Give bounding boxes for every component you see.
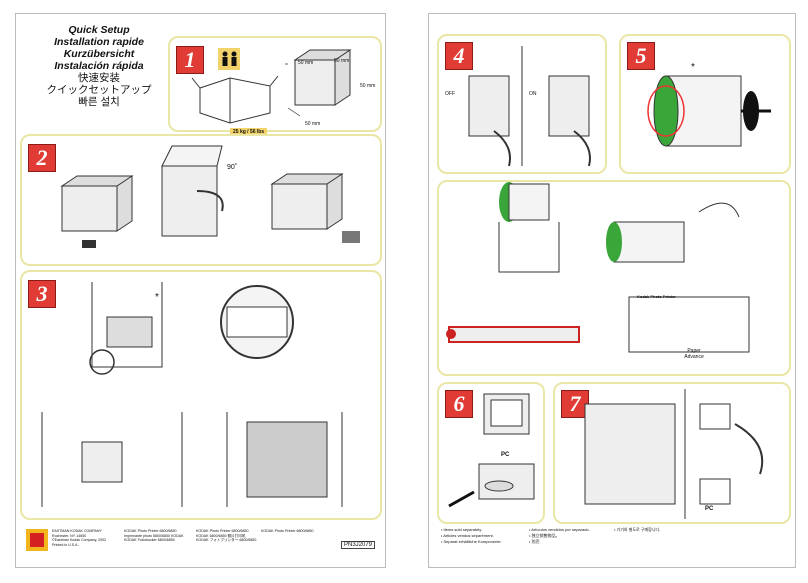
printed-in: Printed in U.S.A. — [52, 542, 79, 547]
title-zh: 快速安装 — [78, 72, 120, 84]
company-info: EASTMAN KODAK COMPANY Rochester, NY 1465… — [52, 529, 106, 547]
step-5-panel: 5 * — [619, 34, 791, 174]
step-6-badge: 6 — [445, 390, 473, 418]
title-ko: 빠른 설치 — [78, 96, 120, 108]
pc-label-7: PC — [705, 506, 714, 512]
title-de: Kurzübersicht — [63, 48, 135, 60]
ribbon-install-illustration — [41, 282, 343, 507]
paper-advance-label: Paper Advance — [684, 348, 704, 360]
note-line: • 独立销售物品。 — [529, 533, 560, 538]
part-number: PN3J2079 — [341, 541, 376, 549]
footer-col-3-line: KODAK Photo Printer 6800/6850 — [261, 529, 314, 533]
step-4-badge: 4 — [445, 42, 473, 70]
footer-col-1-line: KODAK Fotodrucker 6800/6850 — [124, 538, 175, 543]
unboxing-illustration — [191, 48, 352, 124]
paper-load-illustration — [446, 182, 750, 353]
paper-roll-spindle-illustration — [647, 75, 771, 147]
notes-col-3: • 기기와 별도로 구매합니다. — [614, 527, 660, 533]
step-2-badge: 2 — [28, 144, 56, 172]
company-name: EASTMAN KODAK COMPANY — [52, 529, 102, 533]
clearance-right: 50 mm — [360, 83, 376, 89]
footer-col-2-line: KODAK Photo Printer 6800/6850 — [196, 529, 249, 533]
asterisk-note-marker: * — [155, 292, 159, 303]
note-line: • Items sold separately. — [441, 527, 483, 532]
install-software-illustration — [448, 393, 535, 508]
step-7-badge: 7 — [561, 390, 589, 418]
right-page: 4 OFF ON 5 * — [429, 14, 795, 567]
clearance-front: 50 mm — [305, 121, 321, 127]
notes-col-1: • Items sold separately. • Articles vend… — [441, 527, 502, 545]
footer-col-1: KODAK Photo Printer 6800/6850 Imprimante… — [124, 529, 184, 543]
step-6-panel: 6 PC — [437, 382, 545, 524]
left-page: Quick Setup Installation rapide Kurzüber… — [16, 14, 385, 567]
step-3-badge: 3 — [28, 280, 56, 308]
footer-col-1-line: Imprimante photo 6800/6850 KODAK — [124, 533, 184, 538]
paper-load-panel: Kodak Photo Printer Paper Advance — [437, 180, 791, 376]
step-3-panel: 3 * — [20, 270, 382, 520]
angle-label: 90˚ — [227, 164, 238, 171]
open-door-illustration — [60, 145, 360, 248]
kodak-logo — [26, 529, 48, 551]
step-1-badge: 1 — [176, 46, 204, 74]
note-line: • Articles vendus séparément. — [441, 533, 494, 538]
footer-col-2: KODAK Photo Printer 6800/6850 KODAK 6800… — [196, 529, 256, 543]
pc-label-6: PC — [501, 452, 510, 458]
step-4-panel: 4 OFF ON — [437, 34, 607, 174]
clearance-top: 50 mm — [334, 58, 350, 64]
step-7-panel: 7 PC — [553, 382, 791, 524]
power-cable-illustration — [468, 46, 591, 167]
title-en: Quick Setup — [68, 24, 130, 36]
copyright: ©Eastman Kodak Company, 2002 — [52, 538, 107, 543]
step-1-panel: 1 50 mm 50 mm 50 mm 50 mm 25 kg / 56 lbs — [168, 36, 382, 136]
clearance-left: 50 mm — [298, 60, 314, 66]
asterisk-marker: * — [691, 62, 695, 73]
weight-label: 25 kg / 56 lbs — [230, 128, 268, 136]
footer-col-2-line: KODAK フォトプリンター 6800/6850 — [196, 538, 257, 543]
quick-setup-titles: Quick Setup Installation rapide Kurzüber… — [24, 24, 174, 108]
usb-connect-illustration — [584, 389, 764, 519]
title-es: Instalación rápida — [54, 60, 144, 72]
title-fr: Installation rapide — [54, 36, 144, 48]
company-city: Rochester, NY 14650 — [52, 533, 87, 538]
note-line: • Artículos vendidos por separado. — [529, 527, 590, 532]
switch-off-label: OFF — [445, 91, 455, 97]
note-line: • 기기와 별도로 구매합니다. — [614, 527, 661, 532]
note-line: • 別売 — [529, 539, 540, 544]
title-ja: クイックセットアップ — [46, 84, 152, 96]
step-5-badge: 5 — [627, 42, 655, 70]
footer-col-1-line: KODAK Photo Printer 6800/6850 — [124, 529, 177, 533]
footer-col-2-line: KODAK 6800/6850 照片打印机 — [196, 533, 246, 538]
switch-on-label: ON — [529, 91, 537, 97]
note-line: • Separat erhältliche Komponente. — [441, 539, 502, 544]
step-2-panel: 2 90˚ — [20, 134, 382, 266]
footer-col-3: KODAK Photo Printer 6800/6850 — [261, 529, 314, 534]
control-panel-brand: Kodak Photo Printer — [637, 294, 676, 299]
notes-col-2: • Artículos vendidos por separado. • 独立销… — [529, 527, 590, 545]
